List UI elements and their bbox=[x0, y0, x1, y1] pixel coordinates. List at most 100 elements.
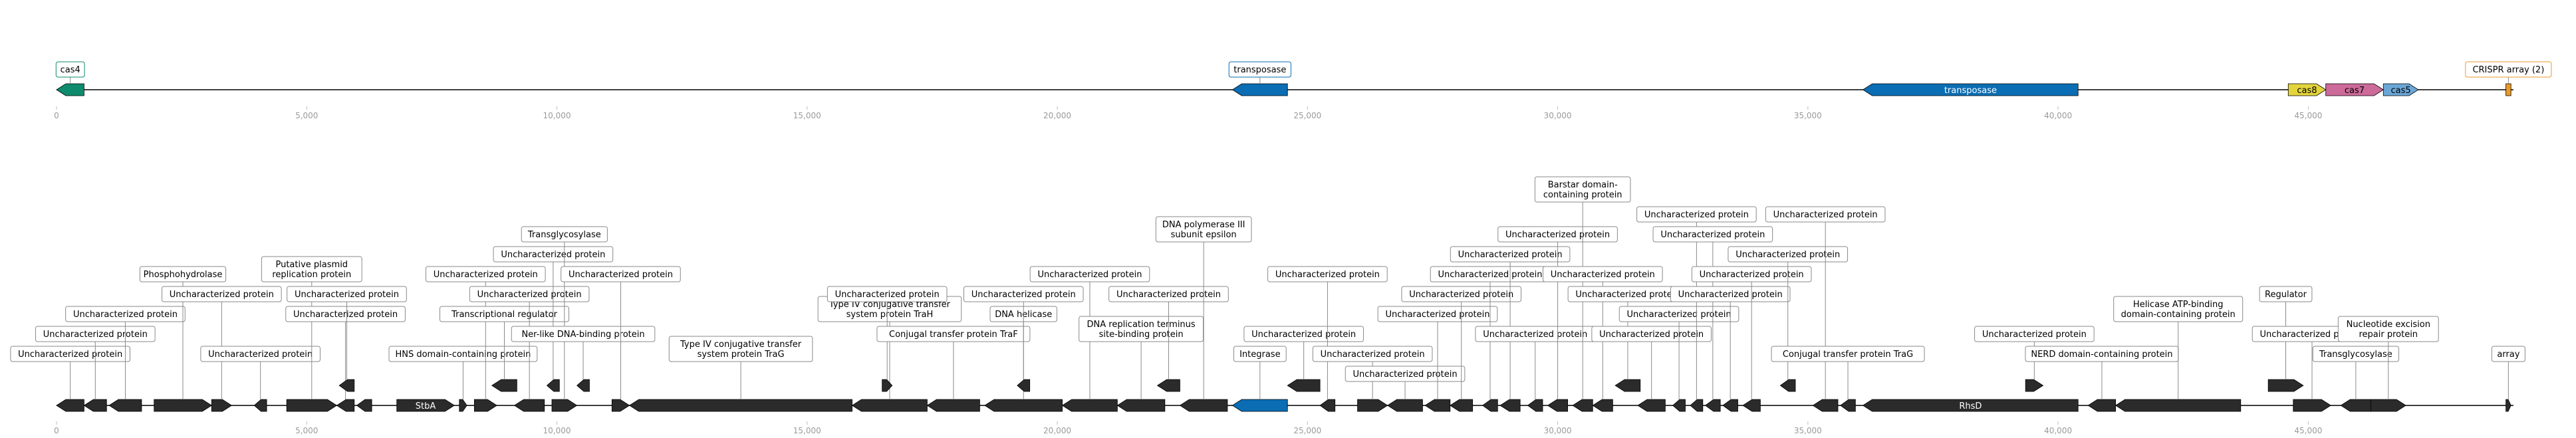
feature-label: Uncharacterized protein bbox=[1591, 326, 1712, 342]
gene-inline-label: cas7 bbox=[2345, 86, 2365, 96]
feature-label: HNS domain-containing protein bbox=[388, 346, 538, 362]
gene-arrow bbox=[108, 399, 142, 412]
label-box bbox=[139, 266, 227, 282]
feature-label: Phosphohydrolase bbox=[139, 266, 227, 282]
label-text: Putative plasmid bbox=[275, 260, 348, 270]
gene-arrow bbox=[1547, 399, 1569, 412]
axis-tick-label: 5,000 bbox=[295, 111, 318, 120]
label-text: domain-containing protein bbox=[2121, 310, 2236, 320]
gene-arrow bbox=[154, 399, 213, 412]
gene-arrow bbox=[2287, 83, 2327, 96]
gene-arrow bbox=[338, 379, 355, 392]
feature-label: Uncharacterized protein bbox=[1497, 226, 1618, 243]
label-box bbox=[261, 256, 362, 282]
gene-arrow bbox=[286, 399, 338, 412]
label-text: Uncharacterized protein bbox=[1736, 250, 1840, 260]
gene-arrow bbox=[1179, 399, 1228, 412]
label-text: Barstar domain- bbox=[1548, 180, 1618, 190]
gene-arrow bbox=[1287, 379, 1321, 392]
gene-arrow bbox=[1231, 399, 1288, 412]
gene-arrow bbox=[1722, 399, 1738, 412]
gene-arrow bbox=[2371, 399, 2406, 412]
label-box bbox=[1267, 266, 1388, 282]
label-text: system protein TraG bbox=[698, 350, 785, 360]
axis-tick-label: 35,000 bbox=[1794, 111, 1822, 120]
feature-label: Uncharacterized protein bbox=[1636, 206, 1757, 223]
gene-arrow bbox=[56, 83, 84, 96]
label-box bbox=[1728, 246, 1849, 263]
feature-label: NERD domain-containing protein bbox=[2025, 346, 2179, 362]
gene-arrow bbox=[83, 399, 107, 412]
axis-tick-label: 10,000 bbox=[543, 111, 571, 120]
label-box bbox=[2259, 286, 2313, 302]
label-text: Transcriptional regulator bbox=[451, 310, 557, 320]
feature-label: Barstar domain-containing protein bbox=[1534, 176, 1631, 203]
feature-label: Conjugal transfer protein TraG bbox=[1771, 346, 1925, 362]
feature-label: Uncharacterized protein bbox=[1974, 326, 2095, 342]
label-box bbox=[1029, 266, 1150, 282]
label-box bbox=[561, 266, 681, 282]
label-box bbox=[162, 286, 282, 302]
label-text: Transglycosylase bbox=[527, 230, 601, 240]
label-text: Uncharacterized protein bbox=[1678, 290, 1783, 300]
label-text: Uncharacterized protein bbox=[1773, 210, 1878, 220]
gene-arrow bbox=[1482, 399, 1498, 412]
gene-arrow bbox=[551, 399, 578, 412]
label-text: Uncharacterized protein bbox=[293, 310, 398, 320]
label-box bbox=[521, 226, 608, 243]
label-text: Type IV conjugative transfer bbox=[680, 340, 802, 350]
label-text: Uncharacterized protein bbox=[1483, 330, 1587, 340]
label-box bbox=[469, 286, 590, 302]
gene-arrow bbox=[1840, 399, 1856, 412]
gene-arrow bbox=[2506, 399, 2512, 412]
feature-label: Conjugal transfer protein TraF bbox=[876, 326, 1031, 342]
label-box bbox=[1155, 216, 1252, 243]
axis-tick-label: 15,000 bbox=[793, 111, 821, 120]
label-text: Uncharacterized protein bbox=[1385, 310, 1489, 320]
feature-label: Transglycosylase bbox=[521, 226, 608, 243]
feature-label: Uncharacterized protein bbox=[469, 286, 590, 302]
label-text: Uncharacterized protein bbox=[501, 250, 605, 260]
axis-tick-label: 5,000 bbox=[295, 426, 318, 435]
label-box bbox=[827, 286, 948, 302]
feature-label: Uncharacterized protein bbox=[162, 286, 282, 302]
feature-label: Uncharacterized protein bbox=[1670, 286, 1791, 302]
label-text: Conjugal transfer protein TraG bbox=[1783, 350, 1913, 360]
gene-arrow bbox=[1862, 83, 2079, 96]
label-text: Uncharacterized protein bbox=[971, 290, 1076, 300]
label-text: Uncharacterized protein bbox=[208, 350, 313, 360]
feature-label: Uncharacterized protein bbox=[1243, 326, 1364, 342]
label-box bbox=[1652, 226, 1773, 243]
axis-tick-label: 0 bbox=[54, 111, 59, 120]
feature-label: Uncharacterized protein bbox=[1401, 286, 1522, 302]
gene-arrow bbox=[1357, 399, 1388, 412]
label-box bbox=[493, 246, 614, 263]
gene-arrow bbox=[1779, 379, 1796, 392]
axis-tick-label: 40,000 bbox=[2044, 111, 2072, 120]
feature-label: Ner-like DNA-binding protein bbox=[511, 326, 656, 342]
feature-label: Uncharacterized protein bbox=[1450, 246, 1571, 263]
label-text: Uncharacterized protein bbox=[1575, 290, 1680, 300]
gene-arrow bbox=[1862, 399, 2079, 412]
label-text: DNA replication terminus bbox=[1087, 320, 1196, 330]
label-box bbox=[2465, 61, 2552, 78]
feature-label: Uncharacterized protein bbox=[285, 306, 406, 322]
label-box bbox=[1079, 316, 1204, 342]
gene-arrow bbox=[253, 399, 267, 412]
label-text: Uncharacterized protein bbox=[1505, 230, 1610, 240]
gene-inline-label: cas5 bbox=[2390, 86, 2410, 96]
gene-arrow bbox=[211, 399, 233, 412]
gene-arrow bbox=[628, 399, 852, 412]
label-box bbox=[1636, 206, 1757, 223]
label-box bbox=[65, 306, 186, 322]
label-text: cas4 bbox=[61, 65, 80, 75]
label-box bbox=[511, 326, 656, 342]
label-text: NERD domain-containing protein bbox=[2031, 350, 2172, 360]
gene-arrow bbox=[1742, 399, 1761, 412]
label-text: Uncharacterized protein bbox=[18, 350, 122, 360]
axis-tick-label: 25,000 bbox=[1293, 426, 1321, 435]
label-text: Uncharacterized protein bbox=[1275, 270, 1380, 280]
label-text: Uncharacterized protein bbox=[1353, 370, 1458, 380]
gene-arrow bbox=[1116, 399, 1166, 412]
label-text: Uncharacterized protein bbox=[1116, 290, 1221, 300]
